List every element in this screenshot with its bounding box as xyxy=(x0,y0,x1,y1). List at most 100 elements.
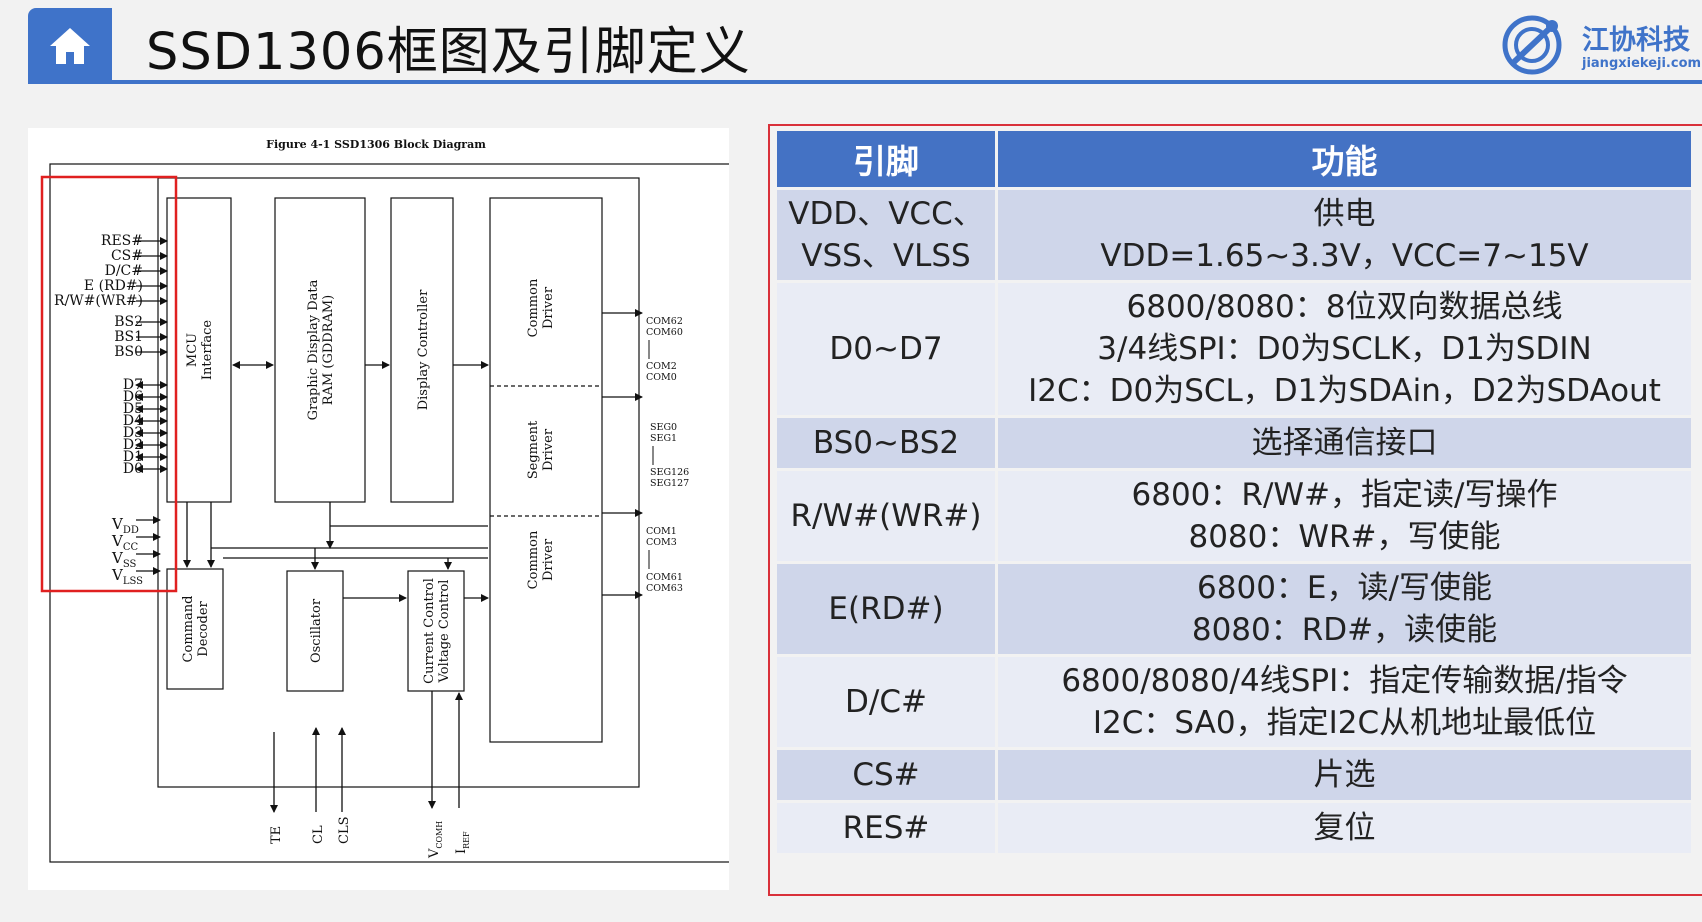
function-line: I2C：SA0，指定I2C从机地址最低位 xyxy=(1092,705,1597,741)
common-driver-top-line1: Common xyxy=(526,278,541,337)
pin-line: D/C# xyxy=(845,684,927,720)
segment-driver-line1: Segment xyxy=(526,420,541,479)
function-cell: 6800：R/W#，指定读/写操作 8080：WR#，写使能 xyxy=(998,471,1691,561)
pin-label-rw-wr: R/W#(WR#) xyxy=(54,293,143,309)
pin-cell: R/W#(WR#) xyxy=(777,471,995,561)
block-diagram-figure: Figure 4-1 SSD1306 Block Diagram RES# CS… xyxy=(40,138,731,863)
brand-logo: 江协科技 jiangxiekeji.com xyxy=(1490,12,1701,78)
common-driver-top-line2: Driver xyxy=(541,286,556,329)
function-cell: 选择通信接口 xyxy=(998,418,1691,468)
label-com63: COM63 xyxy=(646,583,683,594)
col-header-function: 功能 xyxy=(998,131,1691,187)
table-row: RES# 复位 xyxy=(777,803,1691,853)
display-controller-block xyxy=(390,197,454,503)
pin-cell: CS# xyxy=(777,750,995,800)
label-com61: COM61 xyxy=(646,572,683,583)
pin-cell: D/C# xyxy=(777,657,995,747)
pin-table-highlight xyxy=(768,124,1702,896)
pin-label-vss: VSS xyxy=(111,549,137,570)
function-line: VDD=1.65~3.3V，VCC=7~15V xyxy=(1100,238,1589,274)
pin-line: D0~D7 xyxy=(829,331,943,367)
logo-emblem-icon xyxy=(1502,15,1562,75)
function-line: 6800/8080：8位双向数据总线 xyxy=(1126,289,1563,325)
pin-definition-table: 引脚 功能 VDD、VCC、 VSS、VLSS 供电 VDD=1.65~3.3V… xyxy=(774,128,1694,856)
table-header-row: 引脚 功能 xyxy=(777,131,1691,187)
pin-line: E(RD#) xyxy=(828,591,944,627)
function-line: 选择通信接口 xyxy=(1251,425,1438,461)
function-line: 8080：RD#，读使能 xyxy=(1191,612,1498,648)
table-row: BS0~BS2 选择通信接口 xyxy=(777,418,1691,468)
page-title: SSD1306框图及引脚定义 xyxy=(146,23,751,82)
gddram-label-line2: RAM (GDDRAM) xyxy=(321,295,336,405)
table-row: R/W#(WR#) 6800：R/W#，指定读/写操作 8080：WR#，写使能 xyxy=(777,471,1691,561)
oscillator-label: Oscillator xyxy=(309,598,324,663)
function-line: 6800：E，读/写使能 xyxy=(1197,570,1492,606)
pin-line: VSS、VLSS xyxy=(801,238,971,274)
home-button[interactable] xyxy=(28,8,112,84)
pin-label-vcc: VCC xyxy=(111,532,138,553)
function-cell: 片选 xyxy=(998,750,1691,800)
function-line: I2C：D0为SCL，D1为SDAin，D2为SDAout xyxy=(1028,373,1661,409)
table-row: D0~D7 6800/8080：8位双向数据总线 3/4线SPI：D0为SCLK… xyxy=(777,283,1691,415)
function-cell: 供电 VDD=1.65~3.3V，VCC=7~15V xyxy=(998,190,1691,280)
pin-label-vlss: VLSS xyxy=(111,566,143,587)
display-controller-label: Display Controller xyxy=(416,289,431,410)
pin-highlight-box xyxy=(40,175,178,593)
label-te: TE xyxy=(269,826,284,844)
pin-line: CS# xyxy=(852,757,920,793)
label-com3: COM3 xyxy=(646,537,677,548)
command-decoder-line2: Decoder xyxy=(196,600,211,656)
pin-label-bs1: BS1 xyxy=(114,329,143,345)
common-driver-bottom-line2: Driver xyxy=(541,538,556,581)
table-row: CS# 片选 xyxy=(777,750,1691,800)
pin-cell: BS0~BS2 xyxy=(777,418,995,468)
label-seg127: SEG127 xyxy=(650,478,689,489)
pin-label-res: RES# xyxy=(101,233,143,249)
command-decoder-line1: Command xyxy=(181,596,196,663)
label-seg1: SEG1 xyxy=(650,433,677,444)
pin-label-bs2: BS2 xyxy=(114,314,143,330)
header-bar: SSD1306框图及引脚定义 xyxy=(28,8,1702,84)
pin-cell: RES# xyxy=(777,803,995,853)
function-line: 6800：R/W#，指定读/写操作 xyxy=(1131,477,1558,513)
label-com2: COM2 xyxy=(646,361,677,372)
mcu-interface-block xyxy=(166,197,232,503)
gddram-label-line1: Graphic Display Data xyxy=(306,279,321,420)
block-diagram: Figure 4-1 SSD1306 Block Diagram RES# CS… xyxy=(28,128,731,890)
function-line: 片选 xyxy=(1313,757,1376,793)
pin-cell: E(RD#) xyxy=(777,564,995,654)
current-control-line1: Current Control xyxy=(422,578,437,684)
function-cell: 6800/8080：8位双向数据总线 3/4线SPI：D0为SCLK，D1为SD… xyxy=(998,283,1691,415)
pin-line: VDD、VCC、 xyxy=(788,196,984,232)
pin-line: BS0~BS2 xyxy=(812,425,960,461)
home-icon xyxy=(50,28,90,64)
function-line: 6800/8080/4线SPI：指定传输数据/指令 xyxy=(1061,663,1628,699)
oscillator-block xyxy=(286,570,344,692)
pin-label-bs0: BS0 xyxy=(114,344,143,360)
table-row: D/C# 6800/8080/4线SPI：指定传输数据/指令 I2C：SA0，指… xyxy=(777,657,1691,747)
label-com1: COM1 xyxy=(646,526,677,537)
pin-label-cs: CS# xyxy=(111,248,143,264)
current-control-block xyxy=(407,570,465,692)
table-row: E(RD#) 6800：E，读/写使能 8080：RD#，读使能 xyxy=(777,564,1691,654)
pin-line: R/W#(WR#) xyxy=(790,498,982,534)
label-seg126: SEG126 xyxy=(650,467,689,478)
label-com62: COM62 xyxy=(646,316,683,327)
command-decoder-block xyxy=(166,568,224,690)
driver-column-block xyxy=(489,197,603,743)
function-line: 供电 xyxy=(1313,196,1376,232)
mcu-label-line2: Interface xyxy=(200,320,215,380)
label-cls: CLS xyxy=(337,817,352,845)
pin-label-e-rd: E (RD#) xyxy=(84,278,143,294)
table-row: VDD、VCC、 VSS、VLSS 供电 VDD=1.65~3.3V，VCC=7… xyxy=(777,190,1691,280)
current-control-line2: Voltage Control xyxy=(437,580,452,684)
logo-name: 江协科技 xyxy=(1582,25,1690,56)
pin-label-dc: D/C# xyxy=(105,263,143,279)
title-underline xyxy=(112,80,1702,84)
function-cell: 6800/8080/4线SPI：指定传输数据/指令 I2C：SA0，指定I2C从… xyxy=(998,657,1691,747)
pin-label-vdd: VDD xyxy=(111,515,139,536)
pin-line: RES# xyxy=(842,810,930,846)
label-com0: COM0 xyxy=(646,372,677,383)
chip-frame xyxy=(157,177,640,788)
common-driver-bottom-line1: Common xyxy=(526,530,541,589)
